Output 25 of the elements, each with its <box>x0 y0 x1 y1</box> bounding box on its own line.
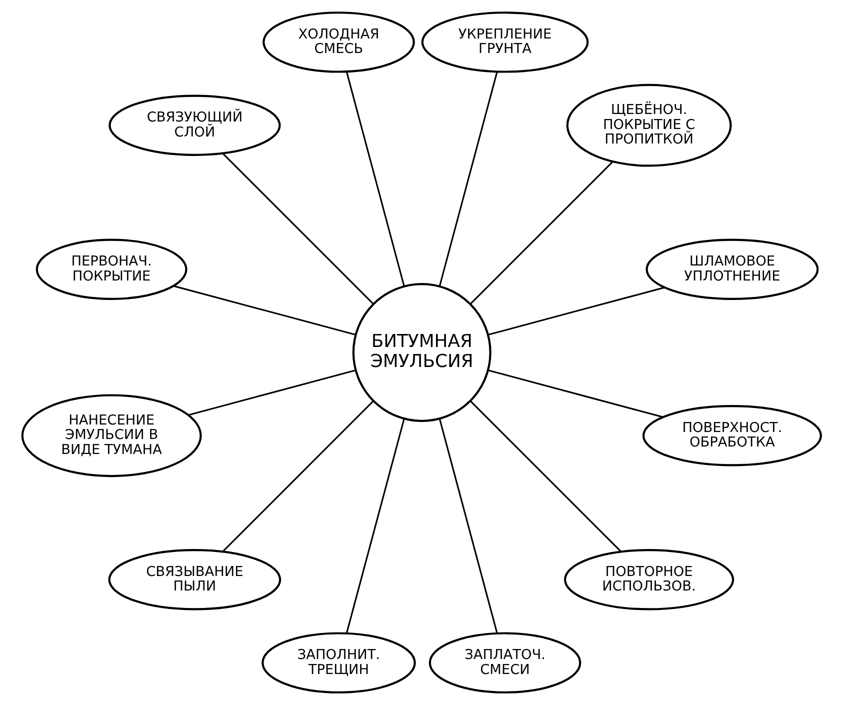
connector <box>438 72 498 287</box>
connector <box>222 153 374 305</box>
node-ellipse: ЗАПОЛНИТ. ТРЕЩИН <box>262 632 416 694</box>
node-ellipse: ПОВЕРХНОСТ. ОБРАБОТКА <box>642 405 822 466</box>
node-ellipse: ЗАПЛАТОЧ. СМЕСИ <box>428 632 582 694</box>
node-ellipse: СВЯЗЫВАНИЕ ПЫЛИ <box>108 549 282 610</box>
connector <box>470 400 622 552</box>
connector <box>222 400 374 552</box>
node-ellipse: НАНЕСЕНИЕ ЭМУЛЬСИИ В ВИДЕ ТУМАНА <box>21 394 202 478</box>
connector <box>346 418 405 634</box>
node-ellipse: ХОЛОДНАЯ СМЕСЬ <box>262 12 415 73</box>
node-ellipse: ШЛАМОВОЕ УПЛОТНЕНИЕ <box>646 238 819 300</box>
connector <box>470 161 614 305</box>
connector <box>188 369 356 416</box>
node-ellipse: ПОВТОРНОЕ ИСПОЛЬЗОВ. <box>564 549 734 610</box>
connector <box>346 72 405 287</box>
connector <box>488 286 664 336</box>
node-ellipse: ЩЕБЁНОЧ. ПОКРЫТИЕ С ПРОПИТКОЙ <box>566 84 732 167</box>
connector <box>173 285 356 336</box>
connector <box>488 369 664 418</box>
node-ellipse: СВЯЗУЮЩИЙ СЛОЙ <box>108 94 281 156</box>
node-circle: БИТУМНАЯ ЭМУЛЬСИЯ <box>352 283 492 422</box>
node-ellipse: ПЕРВОНАЧ. ПОКРЫТИЕ <box>36 238 188 300</box>
connector <box>438 418 498 634</box>
node-ellipse: УКРЕПЛЕНИЕ ГРУНТА <box>421 12 589 73</box>
